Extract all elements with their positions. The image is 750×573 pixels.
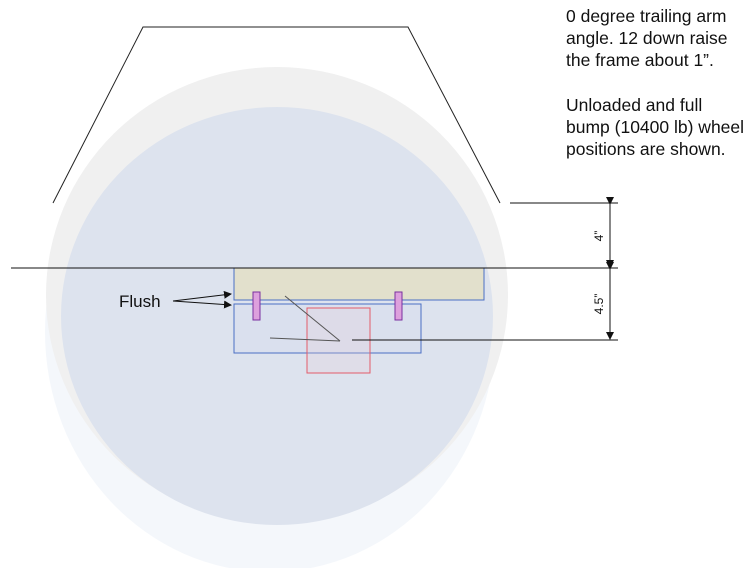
dimension-label-lower: 4.5”: [592, 294, 606, 315]
frame-rail: [233, 267, 485, 301]
dimension-label-upper: 4”: [592, 231, 606, 242]
bolt-right: [394, 291, 403, 321]
note-wheel-positions: Unloaded and full bump (10400 lb) wheel …: [566, 95, 745, 159]
fender-outline: [52, 26, 501, 204]
axle-bracket-plate: [233, 303, 422, 354]
wheel-full-bump: [61, 107, 493, 525]
flush-leader-upper: [172, 290, 232, 302]
trailing-arm-upper: [284, 295, 341, 342]
bolt-left: [252, 291, 261, 321]
trailing-arm-lower: [269, 337, 341, 342]
note-trailing-arm-angle: 0 degree trailing arm angle. 12 down rai…: [566, 6, 728, 70]
flush-label: Flush: [119, 292, 161, 311]
flush-leader-lower: [172, 300, 232, 309]
